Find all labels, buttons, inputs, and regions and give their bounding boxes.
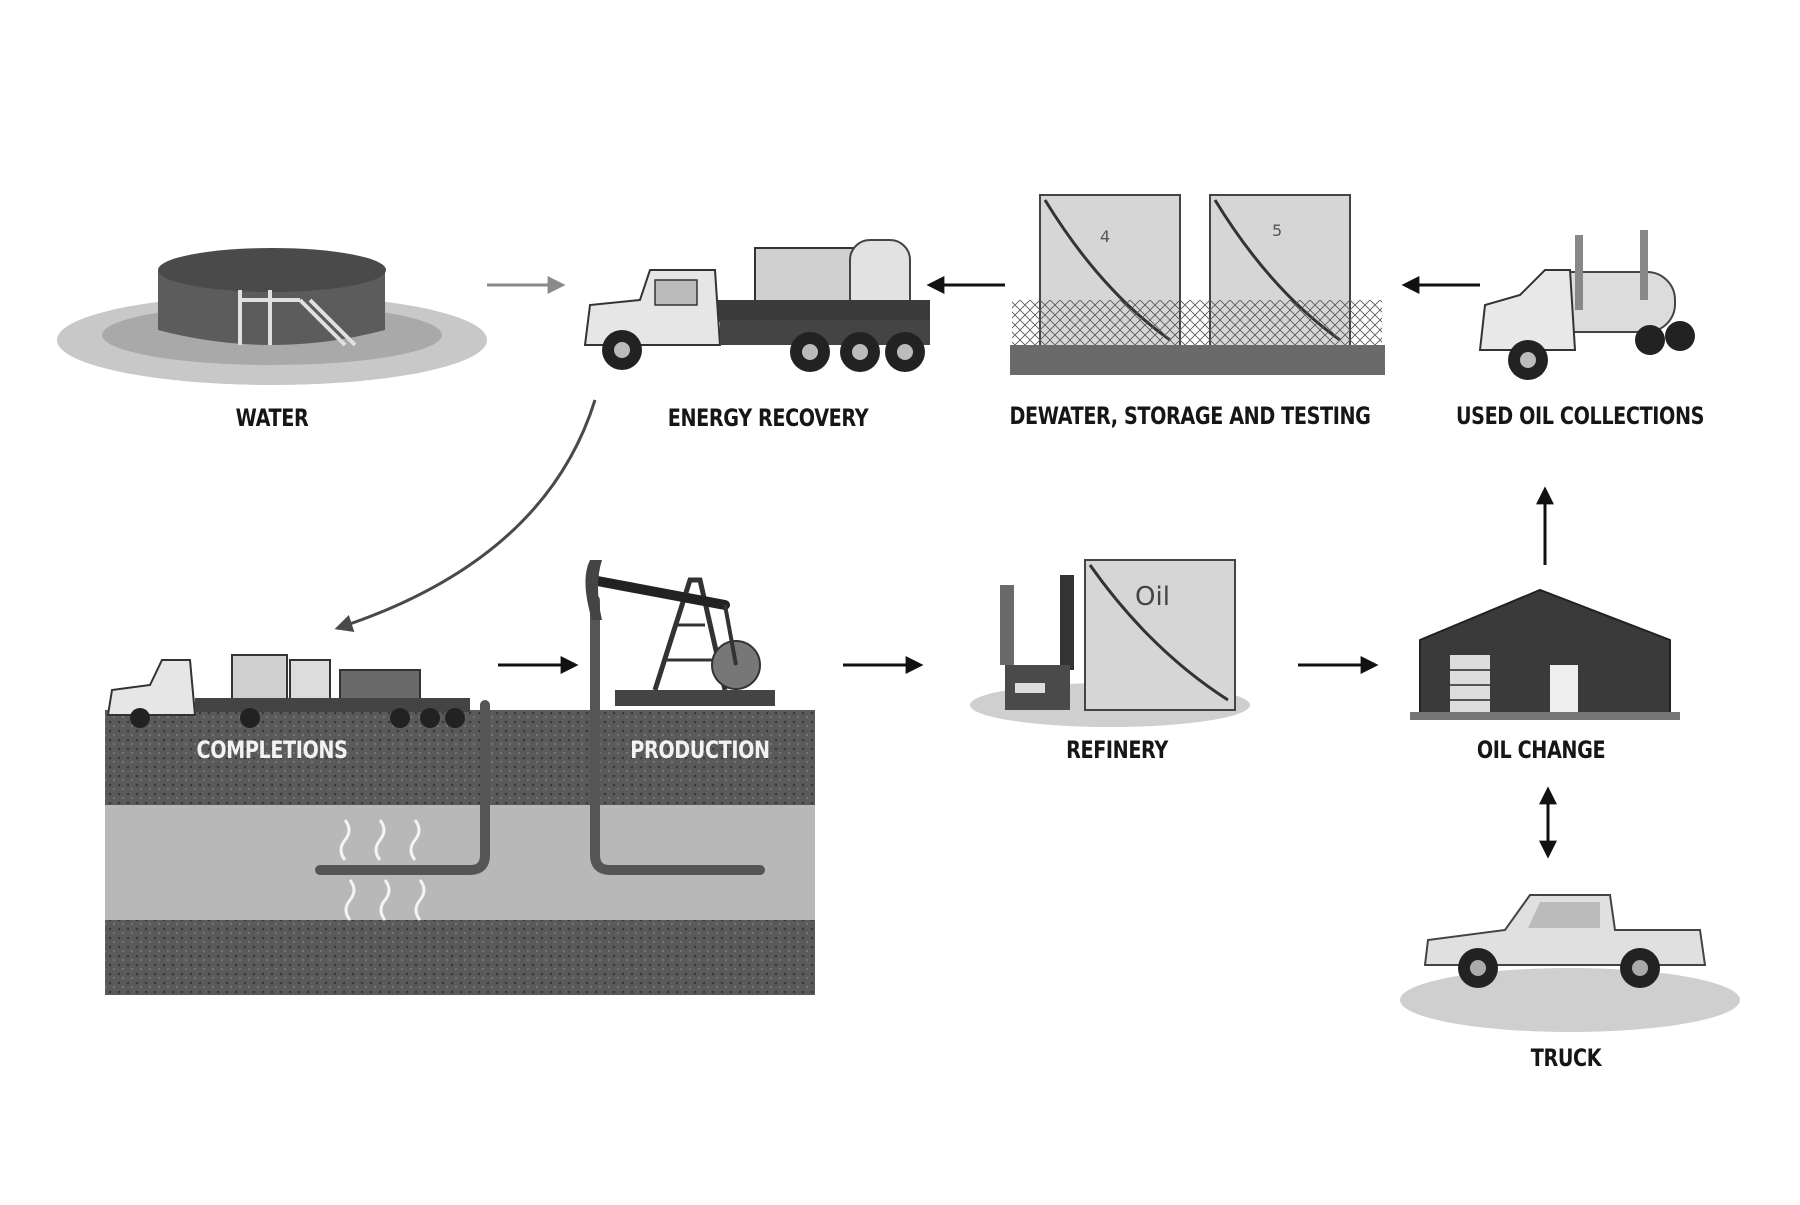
label-water: WATER xyxy=(235,404,309,432)
flow-arrows xyxy=(334,276,1557,859)
tank-number-5: 5 xyxy=(1272,221,1282,240)
heat-waves xyxy=(339,819,426,921)
label-energy-recovery: ENERGY RECOVERY xyxy=(667,404,869,432)
completions-rig-icon xyxy=(106,654,470,728)
water-tank-icon xyxy=(57,248,487,385)
label-used-oil-collections: USED OIL COLLECTIONS xyxy=(1455,402,1705,430)
energy-recovery-truck-icon xyxy=(583,239,930,372)
tank-number-4: 4 xyxy=(1100,227,1110,246)
refinery-icon: Oil xyxy=(970,559,1250,727)
label-dewater-storage-testing: DEWATER, STORAGE AND TESTING xyxy=(1009,402,1371,430)
arrow-energy-recovery-to-completions xyxy=(334,399,597,633)
label-truck: TRUCK xyxy=(1530,1044,1602,1072)
pumpjack-icon xyxy=(585,560,775,706)
refinery-tank-text: Oil xyxy=(1135,582,1170,612)
tanker-truck-icon xyxy=(1478,230,1695,380)
label-completions: COMPLETIONS xyxy=(196,736,348,764)
storage-tanks-icon: 4 5 xyxy=(1010,194,1385,375)
pickup-truck-icon xyxy=(1400,894,1740,1032)
garage-icon xyxy=(1410,588,1680,720)
label-oil-change: OIL CHANGE xyxy=(1476,736,1606,764)
label-refinery: REFINERY xyxy=(1066,736,1168,764)
label-production: PRODUCTION xyxy=(630,736,770,764)
